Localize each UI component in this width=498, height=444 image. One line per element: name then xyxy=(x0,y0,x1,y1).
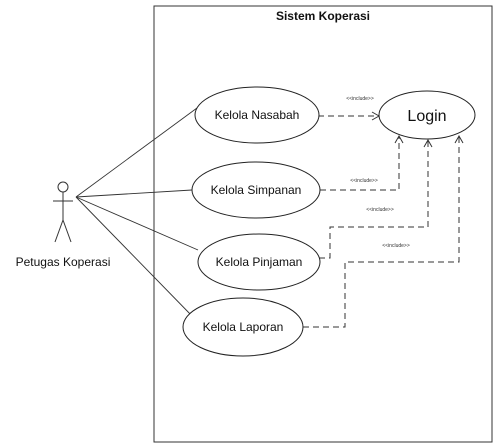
include-label-nasabah: <<include>> xyxy=(346,96,374,102)
actor-label: Petugas Koperasi xyxy=(16,255,111,269)
use-case-label: Kelola Simpanan xyxy=(211,183,302,197)
use-case-ellipse xyxy=(191,161,321,219)
include-label-pinjaman: <<include>> xyxy=(366,207,394,213)
use-case-ellipse xyxy=(194,86,320,144)
include-arrowhead-laporan xyxy=(454,134,464,144)
use-case-ellipse xyxy=(182,297,304,357)
actor-head xyxy=(57,181,69,193)
include-line-simpanan xyxy=(320,136,400,191)
include-line-pinjaman xyxy=(319,140,429,259)
use-case-kelola-nasabah: Kelola Nasabah xyxy=(194,86,320,144)
use-case-label: Kelola Pinjaman xyxy=(216,255,303,269)
include-label-simpanan: <<include>> xyxy=(350,178,378,184)
use-case-label: Kelola Nasabah xyxy=(215,108,300,122)
use-case-kelola-simpanan: Kelola Simpanan xyxy=(191,161,321,219)
include-arrowhead-pinjaman xyxy=(423,138,433,148)
use-case-ellipse xyxy=(378,90,476,140)
actor-left-leg xyxy=(54,219,64,243)
association-kelola-nasabah xyxy=(75,107,198,198)
use-case-kelola-pinjaman: Kelola Pinjaman xyxy=(197,233,321,291)
association-kelola-pinjaman xyxy=(75,196,199,251)
association-kelola-laporan xyxy=(75,196,195,319)
use-case-label: Kelola Laporan xyxy=(203,320,284,334)
include-arrowhead-simpanan xyxy=(394,134,404,144)
use-case-login: Login xyxy=(378,90,476,140)
include-line-laporan xyxy=(303,136,460,328)
include-label-laporan: <<include>> xyxy=(382,243,410,249)
actor-right-leg xyxy=(62,219,72,243)
system-title: Sistem Koperasi xyxy=(276,9,370,23)
actor-petugas-koperasi xyxy=(53,181,73,243)
use-case-ellipse xyxy=(197,233,321,291)
association-kelola-simpanan xyxy=(75,189,193,198)
use-case-kelola-laporan: Kelola Laporan xyxy=(182,297,304,357)
use-case-label: Login xyxy=(407,108,446,125)
system-boundary xyxy=(153,5,493,443)
